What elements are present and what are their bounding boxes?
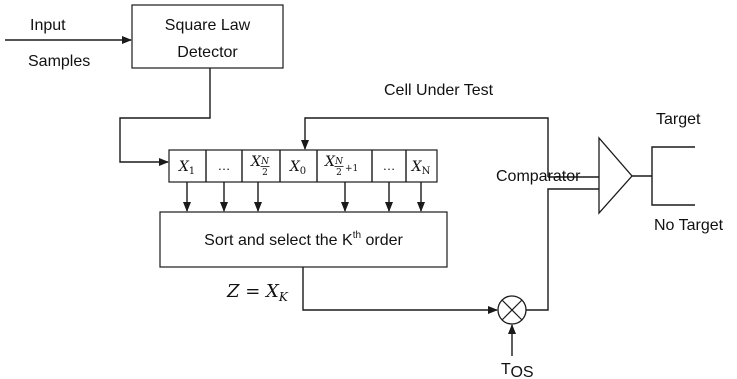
square-law-detector-box	[131, 4, 284, 69]
no-target-label: No Target	[654, 217, 724, 234]
tos-label: TOS	[501, 361, 534, 379]
multiplier-symbol	[497, 295, 527, 325]
input-label: Input	[30, 17, 66, 34]
svg-text:N: N	[260, 157, 270, 167]
cell-x1: X1	[178, 159, 195, 177]
cell-ellipsis-right: …	[383, 158, 396, 173]
sort-select-label: Sort and select the Kth order	[204, 230, 403, 249]
svg-text:X1: X1	[178, 159, 195, 177]
sort-to-multiplier-arrow	[302, 267, 498, 314]
comparator-symbol	[598, 136, 633, 215]
target-label: Target	[656, 111, 701, 128]
cell-x0-under-test: X0	[289, 159, 306, 177]
svg-text:N: N	[334, 157, 344, 167]
detector-to-register-arrow	[119, 68, 211, 166]
cell-under-test-label: Cell Under Test	[384, 82, 494, 99]
svg-text:2: 2	[262, 168, 268, 178]
cell-x-n-over-2: X N 2	[250, 154, 270, 178]
detector-label-line1: Square Law	[165, 17, 251, 34]
z-equals-xk-label: Z = XK	[226, 281, 289, 304]
svg-text:X0: X0	[289, 159, 306, 177]
svg-text:X: X	[250, 154, 262, 170]
svg-text:X: X	[324, 154, 336, 170]
threshold-to-comparator-line	[526, 188, 599, 311]
comparator-label: Comparator	[496, 168, 581, 185]
detector-label-line2: Detector	[177, 44, 238, 61]
svg-text:+1: +1	[345, 164, 358, 174]
samples-label: Samples	[28, 53, 90, 70]
output-decision-bracket	[651, 146, 695, 206]
cell-x-n-over-2-plus-1: X N 2 +1	[324, 154, 358, 178]
svg-text:2: 2	[336, 168, 342, 178]
cell-under-test-line	[301, 117, 549, 177]
cell-ellipsis-left: …	[218, 158, 231, 173]
cell-xn: XN	[411, 159, 431, 177]
svg-text:XN: XN	[411, 159, 431, 177]
delay-line-register	[168, 149, 438, 183]
